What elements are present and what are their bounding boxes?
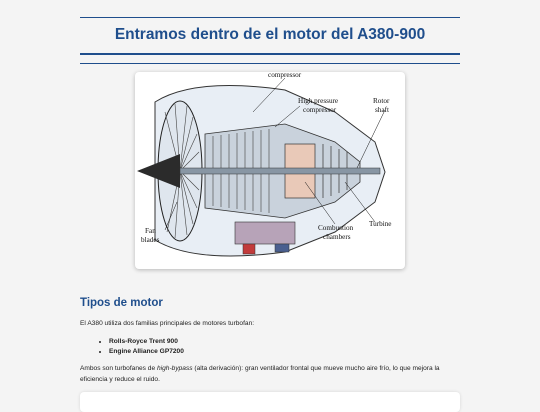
spinner-cone — [137, 154, 180, 188]
accessory-gearbox — [234, 221, 296, 245]
label-fan-line1: Fan — [145, 227, 156, 235]
accessory-part-red — [242, 243, 256, 255]
label-leader-lines — [164, 77, 386, 231]
label-high-pressure-line1: High pressure — [298, 97, 338, 105]
title-secondary-rule — [80, 63, 460, 64]
page-title: Entramos dentro de el motor del A380-900 — [114, 26, 426, 43]
label-combustion-line2: chambers — [323, 233, 351, 241]
label-turbine: Turbine — [369, 220, 392, 228]
engine-list: Rolls-Royce Trent 900 Engine Alliance GP… — [80, 337, 184, 357]
accessory-part-blue — [274, 243, 290, 253]
label-compressor: compressor — [268, 72, 302, 79]
fan-blade-lines — [164, 103, 200, 239]
top-rule — [80, 17, 460, 18]
label-rotor-line1: Rotor — [373, 97, 390, 105]
rotor-shaft-shape — [179, 167, 381, 175]
label-high-pressure-line2: compressor — [303, 106, 337, 114]
section-heading: Tipos de motor — [80, 297, 163, 309]
list-item: Rolls-Royce Trent 900 — [109, 337, 184, 347]
body-text-prefix: Ambos son turbofanes de — [80, 365, 157, 372]
label-fan-line2: blades — [141, 236, 160, 244]
body-text-suffix: (alta derivación): gran ventilador front… — [80, 365, 440, 383]
label-combustion-line1: Combustion — [318, 224, 354, 232]
section-intro: El A380 utiliza dos familias principales… — [80, 320, 255, 327]
engine-cutaway-figure: compressor High pressure compressor Roto… — [135, 72, 405, 269]
label-rotor-line2: shaft — [375, 106, 389, 114]
next-content-card — [80, 392, 460, 412]
section-body: Ambos son turbofanes de high-bypass (alt… — [80, 364, 460, 385]
title-underline-rule — [80, 53, 460, 55]
list-item: Engine Alliance GP7200 — [109, 347, 184, 357]
engine-cutaway-illustration: compressor High pressure compressor Roto… — [137, 72, 392, 257]
body-text-emphasis: high-bypass — [156, 365, 193, 372]
